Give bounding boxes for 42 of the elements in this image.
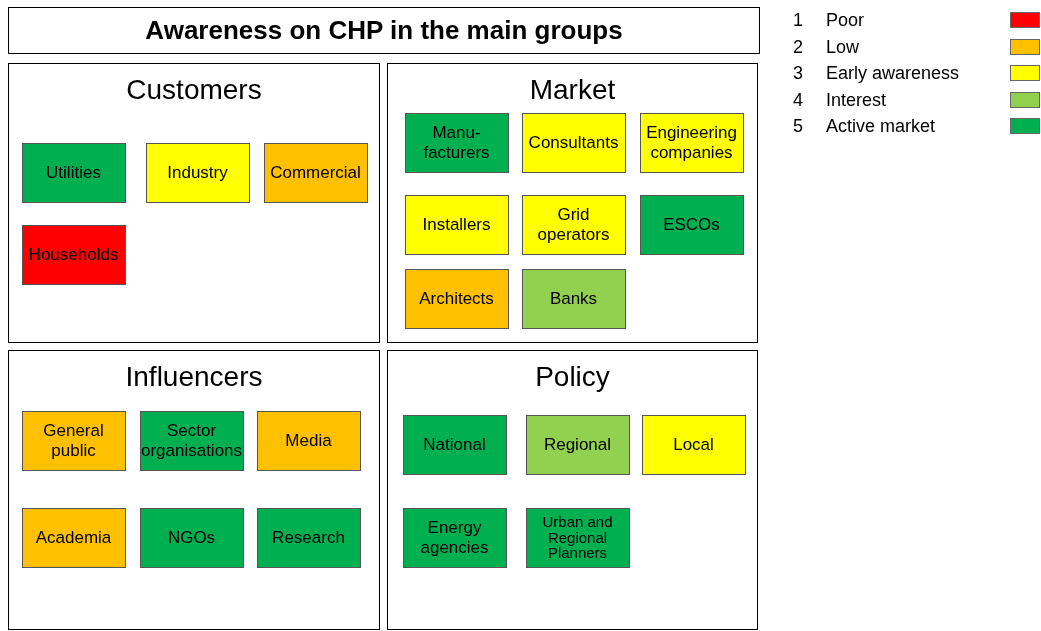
group-panel bbox=[387, 350, 758, 630]
legend-label: Low bbox=[826, 36, 860, 58]
stakeholder-box: Architects bbox=[404, 268, 509, 329]
legend-number: 4 bbox=[793, 89, 803, 111]
legend-number: 5 bbox=[793, 116, 803, 137]
stakeholder-box: ESCOs bbox=[639, 194, 744, 255]
group-panel bbox=[8, 63, 380, 343]
legend-number: 2 bbox=[793, 36, 803, 58]
stakeholder-box: Installers bbox=[404, 194, 509, 255]
stakeholder-box: Local bbox=[641, 414, 746, 475]
stakeholder-box: Urban and Regional Planners bbox=[525, 507, 630, 568]
stakeholder-box: Banks bbox=[521, 268, 626, 329]
legend-number: 3 bbox=[793, 63, 803, 84]
group-heading: Policy bbox=[535, 361, 610, 393]
stakeholder-box: Regional bbox=[525, 414, 630, 475]
stakeholder-box: Research bbox=[256, 507, 361, 568]
legend-number: 1 bbox=[793, 10, 803, 31]
stakeholder-box: Grid operators bbox=[521, 194, 626, 255]
group-heading: Influencers bbox=[125, 361, 263, 393]
stakeholder-box: General public bbox=[21, 410, 126, 471]
legend-label: Poor bbox=[826, 10, 865, 31]
stakeholder-box: Engineering companies bbox=[639, 112, 744, 173]
legend-label: Active market bbox=[826, 116, 936, 137]
stakeholder-box: Consultants bbox=[521, 112, 626, 173]
stakeholder-box: Manu- facturers bbox=[404, 112, 509, 173]
stakeholder-box: National bbox=[402, 414, 507, 475]
stakeholder-box: Utilities bbox=[21, 142, 126, 203]
group-heading: Customers bbox=[126, 74, 262, 106]
stakeholder-box: Energy agencies bbox=[402, 507, 507, 568]
stakeholder-box: Households bbox=[21, 224, 126, 285]
legend-label: Early awareness bbox=[826, 63, 960, 84]
title-banner: Awareness on CHP in the main groups bbox=[8, 7, 760, 54]
stakeholder-box: Academia bbox=[21, 507, 126, 568]
group-panel bbox=[8, 350, 380, 630]
stakeholder-box: Media bbox=[256, 410, 361, 471]
stakeholder-box: Commercial bbox=[263, 142, 368, 203]
group-panel bbox=[387, 63, 758, 343]
group-heading: Market bbox=[529, 74, 616, 106]
stakeholder-box: Industry bbox=[145, 142, 250, 203]
stakeholder-box: NGOs bbox=[139, 507, 244, 568]
stakeholder-box: Sector organisations bbox=[139, 410, 244, 471]
legend-label: Interest bbox=[826, 89, 887, 111]
